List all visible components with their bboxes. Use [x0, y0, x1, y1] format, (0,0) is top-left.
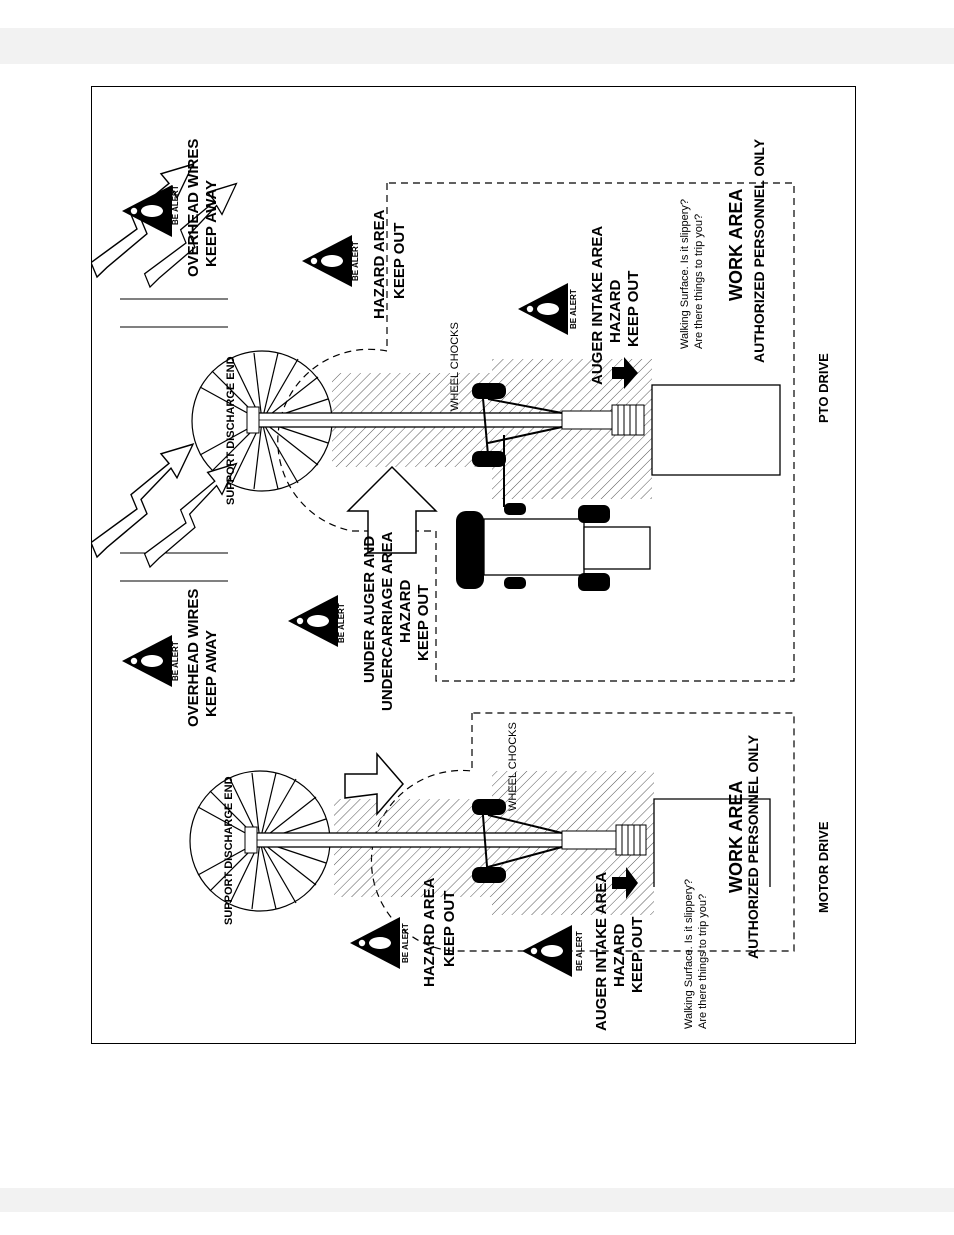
motor-hopper [653, 798, 771, 887]
motor-intake-arrow [612, 867, 638, 899]
be-alert-badge: BE ALERT [171, 641, 180, 681]
auger-work-area-diagram: BE ALERT OVERHEAD WIRES KEEP AWAY BE ALE… [92, 138, 831, 1031]
intake-line3: KEEP OUT [629, 917, 646, 993]
pto-overhead-wires [92, 163, 238, 328]
be-alert-badge: BE ALERT [351, 241, 360, 281]
be-alert-badge: BE ALERT [337, 603, 346, 643]
overhead-wires-warning-middle: BE ALERT OVERHEAD WIRES KEEP AWAY [122, 589, 220, 727]
hazard-line2: KEEP OUT [441, 891, 458, 967]
be-alert-icon [288, 595, 338, 647]
be-alert-badge: BE ALERT [171, 185, 180, 225]
pto-wheel-chocks-label: WHEEL CHOCKS [449, 322, 461, 411]
intake-line1: AUGER INTAKE AREA [593, 872, 610, 1031]
be-alert-icon [122, 185, 172, 237]
pto-auger-tube [246, 383, 645, 467]
motor-walking-surface-2: Are there things to trip you? [697, 894, 709, 1029]
pto-support-label: SUPPORT DISCHARGE END [225, 356, 237, 505]
pto-auger-intake-warning: BE ALERT AUGER INTAKE AREA HAZARD KEEP O… [518, 226, 642, 385]
intake-line3: KEEP OUT [625, 271, 642, 347]
tractor [456, 435, 651, 591]
be-alert-badge: BE ALERT [575, 931, 584, 971]
intake-line2: HAZARD [607, 280, 624, 343]
overhead-wires-warning-top: BE ALERT OVERHEAD WIRES KEEP AWAY [122, 139, 220, 277]
pto-drive-label: PTO DRIVE [816, 353, 831, 423]
motor-work-area-title: WORK AREA [726, 781, 746, 893]
safety-diagram-frame: BE ALERT OVERHEAD WIRES KEEP AWAY BE ALE… [91, 86, 856, 1044]
motor-drive-label: MOTOR DRIVE [816, 821, 831, 913]
hazard-line1: HAZARD AREA [371, 209, 388, 319]
pto-walking-surface-1: Walking Surface. Is it slippery? [679, 199, 691, 349]
motor-auger-tube [244, 799, 647, 883]
overhead-wires-line2: KEEP AWAY [203, 630, 220, 717]
be-alert-icon [122, 635, 172, 687]
be-alert-badge: BE ALERT [569, 289, 578, 329]
pto-hazard-area-warning: BE ALERT HAZARD AREA KEEP OUT [302, 209, 408, 319]
intake-line2: HAZARD [611, 924, 628, 987]
be-alert-icon [518, 283, 568, 335]
overhead-wires-line2: KEEP AWAY [203, 180, 220, 267]
pto-work-area-boundary [277, 182, 795, 682]
be-alert-icon [302, 235, 352, 287]
pto-intake-arrow [612, 357, 638, 389]
under-line3: HAZARD [397, 580, 414, 643]
under-line4: KEEP OUT [415, 585, 432, 661]
be-alert-icon [522, 925, 572, 977]
overhead-wires-line1: OVERHEAD WIRES [185, 139, 202, 277]
pto-authorized-label: AUTHORIZED PERSONNEL ONLY [751, 138, 767, 363]
pto-walking-surface-2: Are there things to trip you? [693, 214, 705, 349]
motor-auger-intake-warning: BE ALERT AUGER INTAKE AREA HAZARD KEEP O… [522, 872, 646, 1031]
motor-hazard-area-warning: BE ALERT HAZARD AREA KEEP OUT [350, 877, 458, 987]
hazard-line1: HAZARD AREA [421, 877, 438, 987]
motor-authorized-label: AUTHORIZED PERSONNEL ONLY [745, 734, 761, 959]
under-line1: UNDER AUGER AND [361, 536, 378, 683]
be-alert-badge: BE ALERT [401, 923, 410, 963]
motor-walking-surface-1: Walking Surface. Is it slippery? [683, 879, 695, 1029]
motor-support-label: SUPPORT DISCHARGE END [223, 776, 235, 925]
hazard-line2: KEEP OUT [391, 223, 408, 299]
pto-hopper [651, 384, 781, 476]
motor-down-arrow [344, 751, 404, 817]
be-alert-icon [350, 917, 400, 969]
pto-work-area-title: WORK AREA [726, 189, 746, 301]
under-line2: UNDERCARRIAGE AREA [379, 531, 396, 711]
page-footer-band [0, 1188, 954, 1212]
under-auger-warning: BE ALERT UNDER AUGER AND UNDERCARRIAGE A… [288, 531, 432, 711]
intake-line1: AUGER INTAKE AREA [589, 226, 606, 385]
motor-wheel-chocks-label: WHEEL CHOCKS [507, 722, 519, 811]
page-header-band [0, 28, 954, 64]
pto-down-arrow [346, 465, 438, 554]
overhead-wires-line1: OVERHEAD WIRES [185, 589, 202, 727]
motor-overhead-wires [92, 443, 238, 582]
